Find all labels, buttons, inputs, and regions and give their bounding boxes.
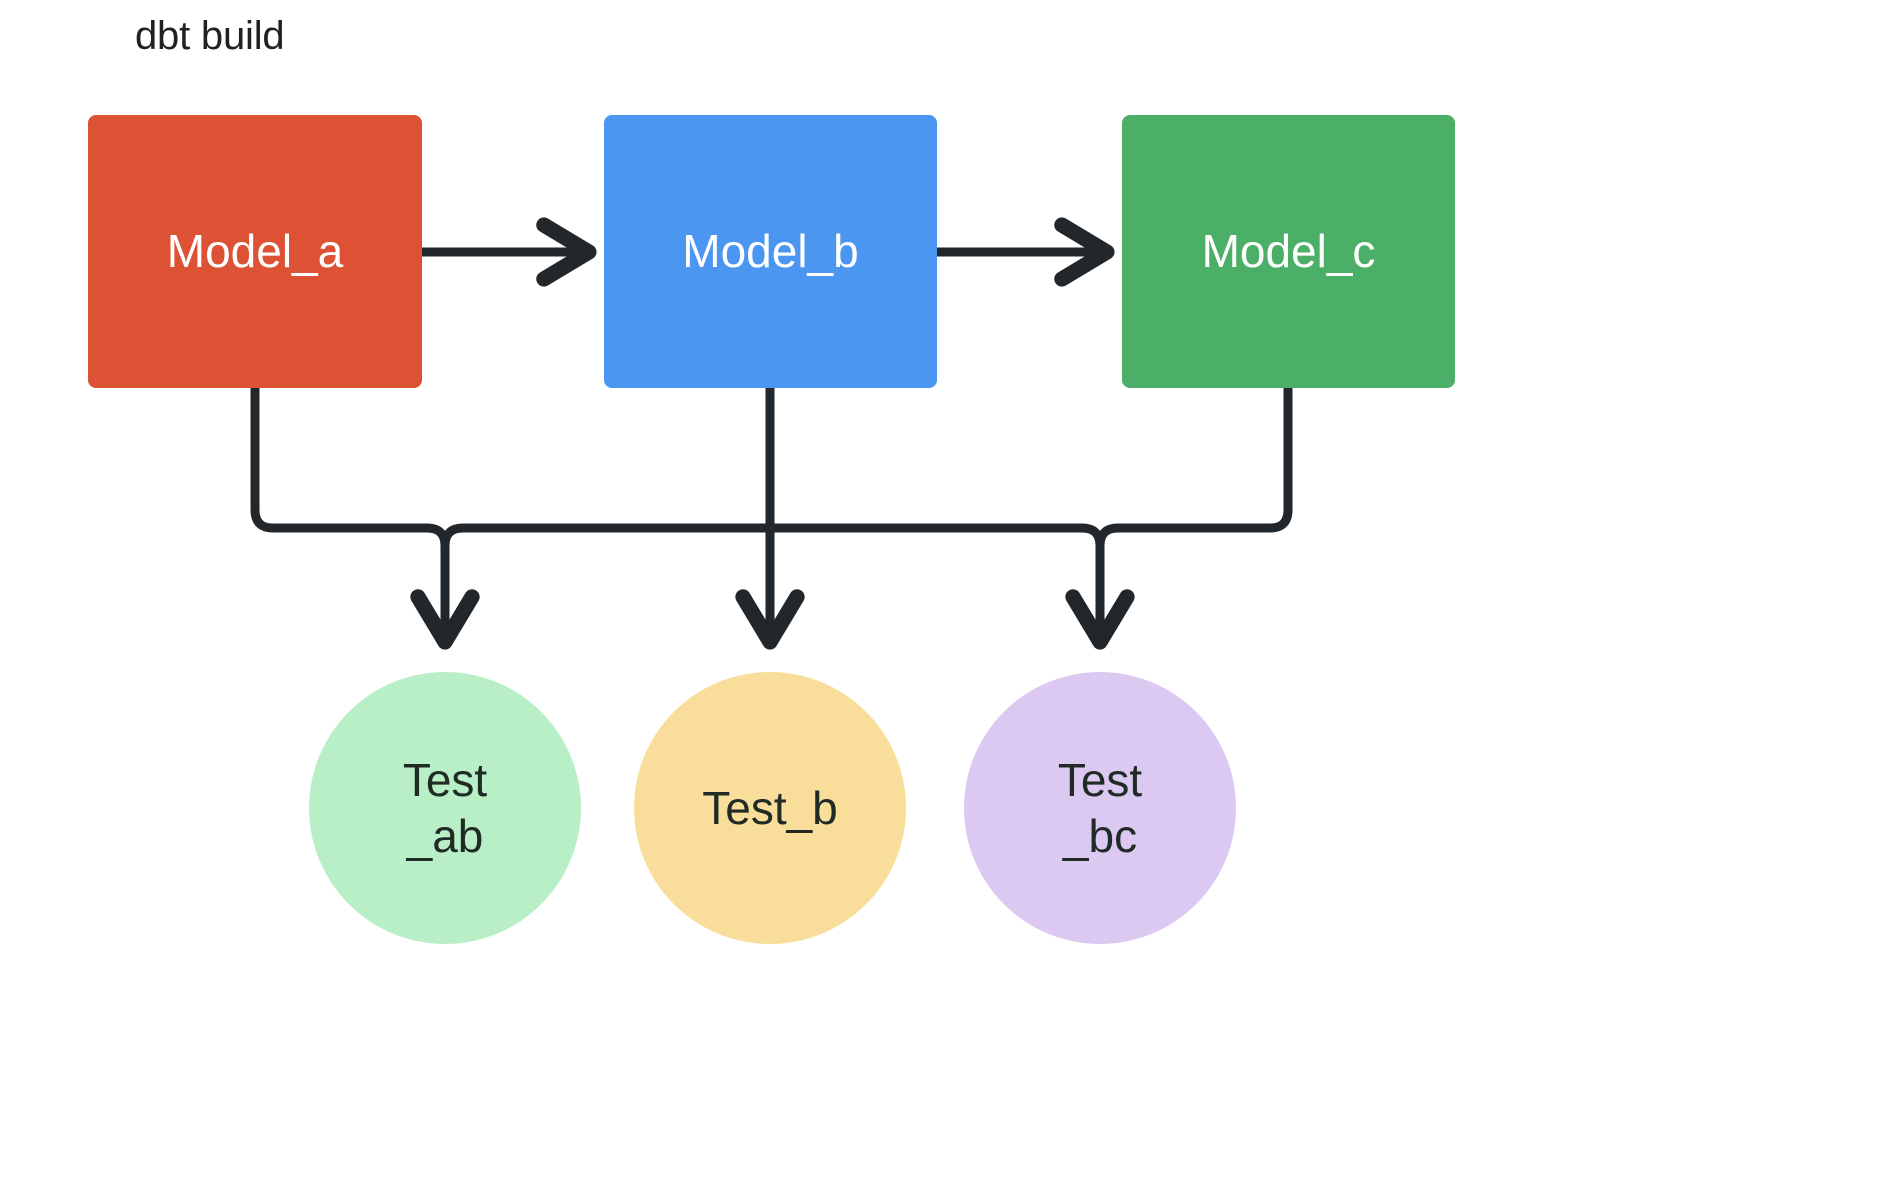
node-model-c-label: Model_c (1201, 225, 1376, 278)
edge-model-a-to-test-ab (250, 388, 480, 650)
node-model-a-label: Model_a (166, 225, 344, 278)
node-model-a[interactable]: Model_a (88, 115, 422, 388)
page-title: dbt build (135, 14, 285, 58)
node-model-b-label: Model_b (682, 225, 859, 278)
node-model-c[interactable]: Model_c (1122, 115, 1455, 388)
node-test-ab-label: Test _ab (402, 753, 488, 862)
node-test-b-label: Test_b (702, 781, 838, 834)
node-test-bc[interactable]: Test _bc (964, 672, 1236, 944)
node-model-b[interactable]: Model_b (604, 115, 937, 388)
node-test-b[interactable]: Test_b (634, 672, 906, 944)
node-test-ab[interactable]: Test _ab (309, 672, 581, 944)
edge-model-b-to-test-bc (770, 523, 1105, 547)
edge-model-b-to-test-ab (440, 523, 770, 547)
edge-model-c-to-test-bc (1065, 388, 1293, 650)
node-test-bc-label: Test _bc (1057, 753, 1143, 862)
